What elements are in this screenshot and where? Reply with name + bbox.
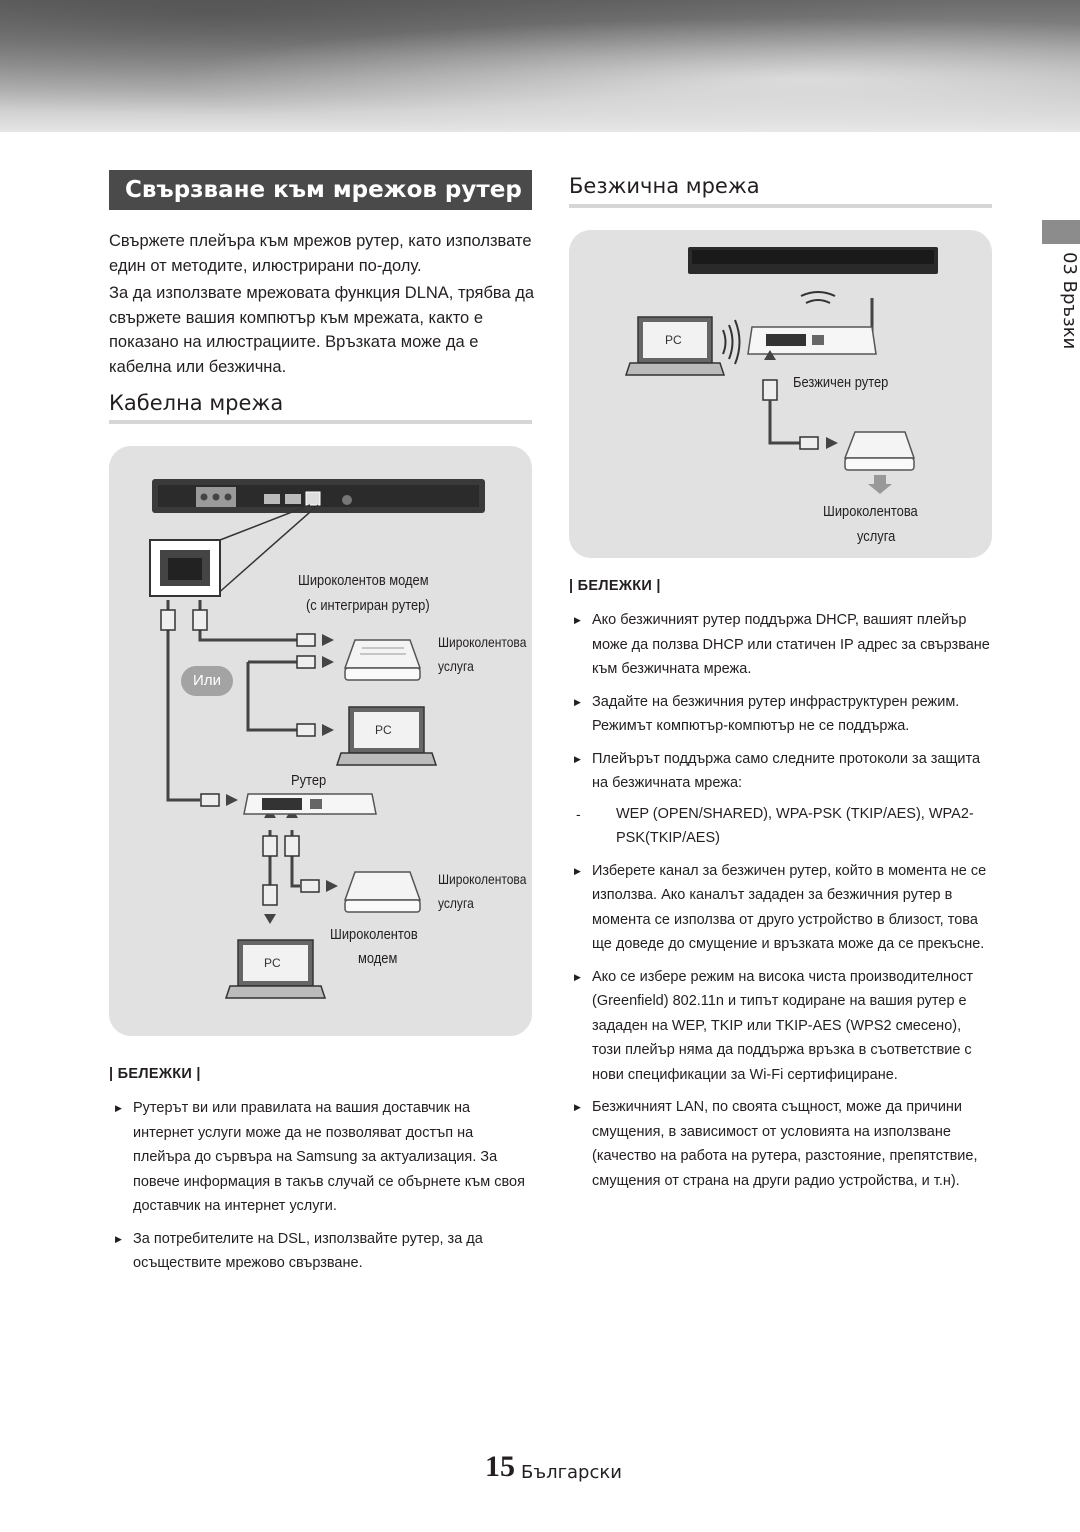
wifi-signal-icon <box>722 291 836 365</box>
wireless-notes-list: Ако безжичният рутер поддържа DHCP, ваши… <box>572 608 994 1201</box>
label-modem-router-1: Широколентов модем <box>298 572 429 589</box>
intro-paragraph-2: За да използвате мрежовата функция DLNA,… <box>109 284 535 376</box>
wireless-heading-rule <box>569 204 992 208</box>
label-modem-2: модем <box>358 950 398 967</box>
wired-note: За потребителите на DSL, използвайте рут… <box>113 1227 533 1276</box>
broadband-modem-icon <box>343 871 422 913</box>
wired-notes-list: Рутерът ви или правилата на вашия достав… <box>113 1096 533 1284</box>
wireless-router-icon <box>747 298 877 355</box>
section-title: Свързване към мрежов рутер <box>109 170 532 210</box>
label-service-b-1: Широколентова <box>438 871 527 887</box>
wireless-note: Ако се избере режим на висока чиста прои… <box>572 965 994 1088</box>
blu-ray-player-icon <box>688 247 938 274</box>
laptop-pc-icon <box>335 706 438 766</box>
laptop-pc-icon <box>224 939 327 999</box>
lan-port-zoom <box>149 539 221 597</box>
wired-note: Рутерът ви или правилата на вашия достав… <box>113 1096 533 1219</box>
arrow-icon <box>764 350 776 360</box>
intro-paragraph-1: Свържете плейъра към мрежов рутер, като … <box>109 232 532 275</box>
label-wireless-router: Безжичен рутер <box>793 374 889 391</box>
broadband-modem-icon <box>843 431 916 471</box>
label-service-2: услуга <box>857 528 896 545</box>
router-icon <box>243 793 377 815</box>
ethernet-plug-icon <box>160 609 320 906</box>
page-language: Български <box>521 1462 622 1483</box>
arrow-down-icon <box>868 475 892 494</box>
wireless-sub-note: WEP (OPEN/SHARED), WPA-PSK (TKIP/AES), W… <box>572 802 994 851</box>
wired-notes-heading: | БЕЛЕЖКИ | <box>109 1066 201 1082</box>
laptop-pc-icon <box>624 316 726 376</box>
player-rear-panel <box>152 479 485 513</box>
wireless-note: Ако безжичният рутер поддържа DHCP, ваши… <box>572 608 994 682</box>
wireless-heading: Безжична мрежа <box>569 174 760 198</box>
pc-label: PC <box>375 723 392 737</box>
wireless-diagram-panel <box>569 230 992 558</box>
wireless-notes-heading: | БЕЛЕЖКИ | <box>569 578 661 594</box>
or-badge: Или <box>181 666 233 696</box>
pc-label: PC <box>264 956 281 970</box>
pc-label: PC <box>665 333 682 347</box>
wireless-note: Безжичният LAN, по своята същност, може … <box>572 1095 994 1193</box>
broadband-modem-icon <box>343 639 422 681</box>
label-modem-1: Широколентов <box>330 926 418 943</box>
page-number: 15 <box>485 1450 515 1483</box>
label-service-b-2: услуга <box>438 895 474 911</box>
wired-heading-rule <box>109 420 532 424</box>
label-service-a-1: Широколентова <box>438 634 527 650</box>
header-gradient-band <box>0 0 1080 132</box>
ethernet-plug-icon <box>762 379 778 401</box>
wireless-note: Задайте на безжичния рутер инфраструктур… <box>572 690 994 739</box>
wired-heading: Кабелна мрежа <box>109 391 284 415</box>
ethernet-plug-icon <box>799 436 819 450</box>
chapter-tab-marker <box>1042 220 1080 244</box>
wireless-note: Изберете канал за безжичен рутер, който … <box>572 859 994 957</box>
label-service-a-2: услуга <box>438 658 474 674</box>
label-router: Рутер <box>291 772 327 789</box>
arrow-icon <box>826 437 838 449</box>
chapter-tab-label: 03 Връзки <box>1059 252 1080 350</box>
label-modem-router-2: (с интегриран рутер) <box>306 597 430 614</box>
wireless-note: Плейърът поддържа само следните протокол… <box>572 747 994 796</box>
label-service-1: Широколентова <box>823 503 918 520</box>
